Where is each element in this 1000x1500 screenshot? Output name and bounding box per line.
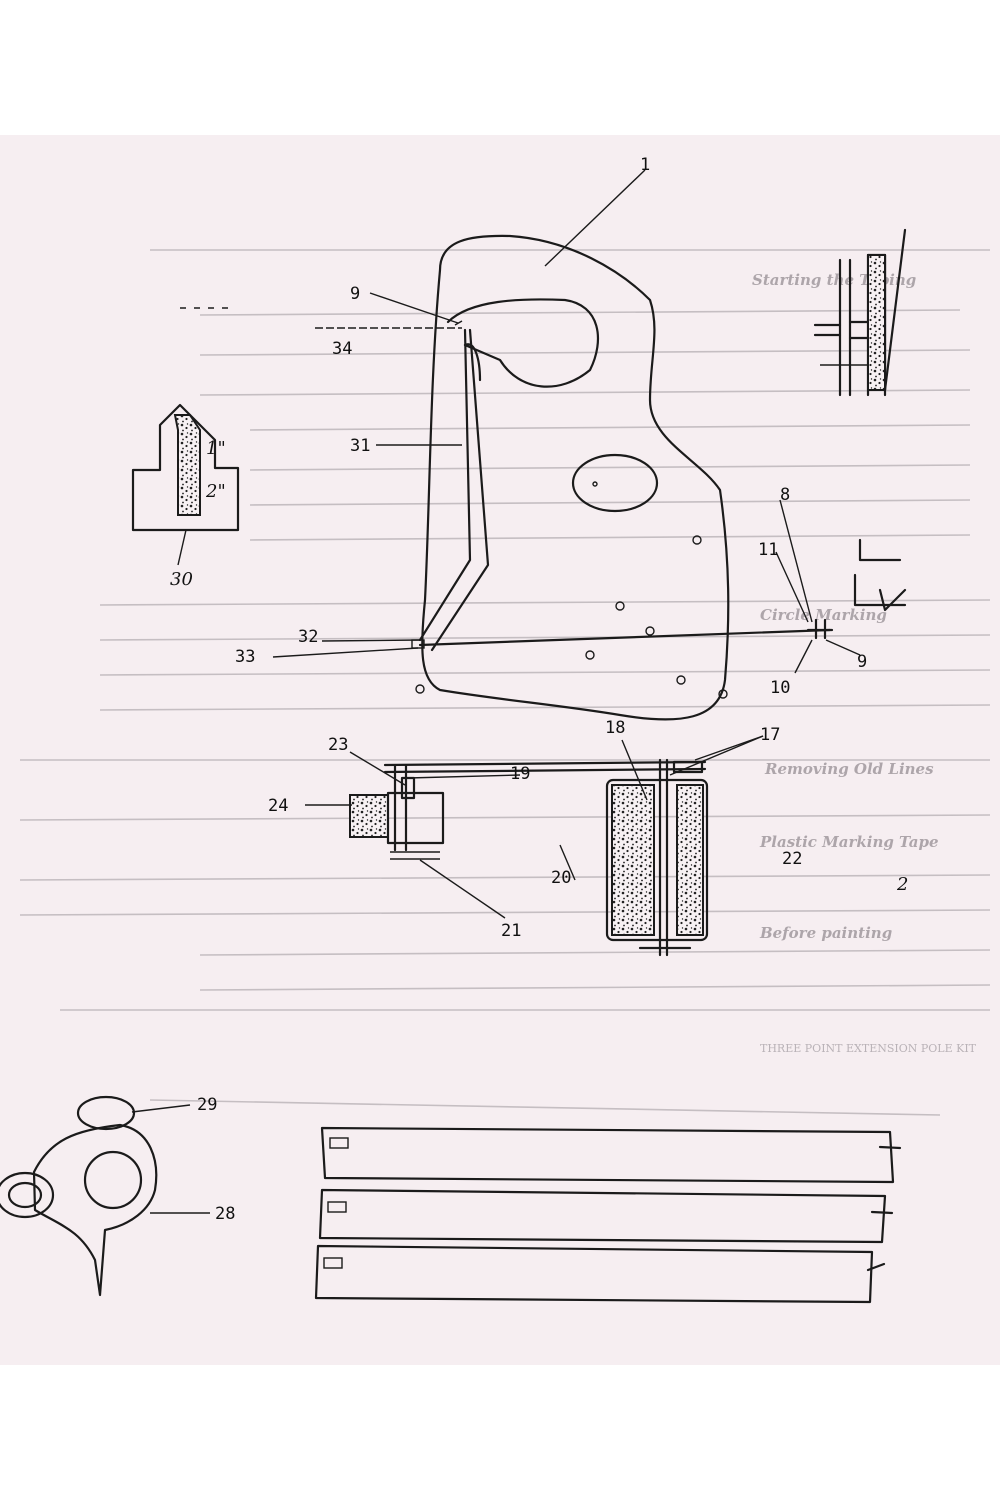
inset-marker-tip: 1" 2" 30: [131, 307, 240, 590]
callout-labels: 1 9 34 31 32 33 8 11 9 10 23 18 17 19 24…: [197, 155, 908, 1224]
inset-mark-2: 2": [205, 481, 226, 502]
ghost-heading-before: Before painting: [759, 924, 892, 942]
callout-34: 34: [332, 339, 352, 359]
callout-9-right: 9: [857, 652, 867, 672]
callout-22: 22: [782, 849, 802, 869]
callout-30: 30: [170, 569, 193, 590]
handle-hub: [0, 1095, 158, 1297]
callout-17: 17: [760, 725, 780, 745]
callout-18: 18: [605, 718, 625, 738]
ghost-heading-starting: Starting the Taping: [752, 271, 916, 289]
page-number: 2: [896, 874, 908, 895]
callout-31: 31: [350, 436, 370, 456]
callout-23: 23: [328, 735, 348, 755]
ghost-heading-circle: Circle Marking: [760, 606, 887, 624]
ghost-heading-removing: Removing Old Lines: [764, 760, 934, 778]
callout-29: 29: [197, 1095, 217, 1115]
callout-21: 21: [501, 921, 521, 941]
leader-lines: [131, 169, 861, 1214]
callout-28: 28: [215, 1204, 235, 1224]
callout-20: 20: [551, 868, 571, 888]
callout-24: 24: [268, 796, 288, 816]
callout-32: 32: [298, 627, 318, 647]
roller-assembly: [349, 758, 709, 957]
callout-11: 11: [758, 540, 778, 560]
extension-poles: [314, 1126, 902, 1304]
main-plate: [411, 234, 832, 721]
ghost-kit-title: THREE POINT EXTENSION POLE KIT: [760, 1042, 977, 1055]
callout-1: 1: [640, 155, 650, 175]
inset-cross-section: [813, 228, 907, 397]
inset-wheel-bracket: [806, 538, 907, 640]
ghost-heading-plastic: Plastic Marking Tape: [759, 833, 939, 851]
inset-mark-1: 1": [206, 438, 226, 459]
callout-9-top: 9: [350, 284, 360, 304]
callout-8: 8: [780, 485, 790, 505]
callout-10: 10: [770, 678, 790, 698]
paper-sheet: [0, 135, 1000, 1365]
callout-33: 33: [235, 647, 255, 667]
callout-19: 19: [510, 764, 530, 784]
